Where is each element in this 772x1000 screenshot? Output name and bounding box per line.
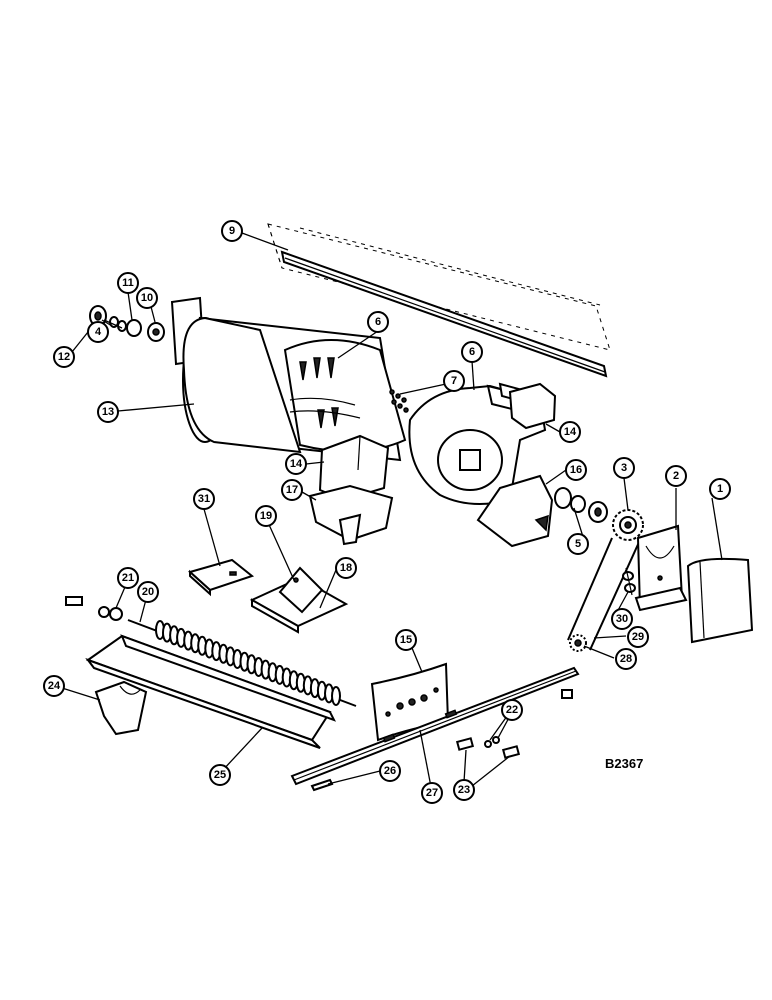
callout-9: 9: [221, 220, 243, 242]
svg-text:27: 27: [426, 787, 438, 799]
part-30-tensioner: [622, 567, 636, 596]
svg-text:18: 18: [340, 562, 352, 574]
part-3-sprocket: [612, 509, 644, 541]
svg-text:2: 2: [673, 470, 679, 482]
leader-lines: [61, 232, 723, 793]
callout-5: 5: [567, 533, 589, 555]
callout-18: 18: [335, 557, 357, 579]
svg-text:16: 16: [570, 464, 582, 476]
svg-text:23: 23: [458, 784, 470, 796]
svg-text:24: 24: [48, 680, 61, 692]
part-17-chute: [308, 484, 394, 546]
part-23-blocks: [455, 689, 573, 759]
callout-11: 11: [117, 272, 139, 294]
svg-text:26: 26: [384, 765, 396, 777]
svg-text:7: 7: [451, 375, 457, 387]
callout-13: 13: [97, 401, 119, 423]
callout-20: 20: [137, 581, 159, 603]
callout-22: 22: [501, 699, 523, 721]
svg-text:11: 11: [122, 277, 134, 289]
callout-25: 25: [209, 764, 231, 786]
part-14-outlet-left: [318, 434, 390, 502]
part-20-auger: [127, 619, 357, 707]
callout-27: 27: [421, 782, 443, 804]
part-22-washers: [484, 736, 500, 748]
auger-flights: [155, 620, 341, 706]
callout-1: 1: [709, 478, 731, 500]
svg-text:3: 3: [621, 462, 627, 474]
svg-text:29: 29: [632, 631, 644, 643]
callout-7: 7: [443, 370, 465, 392]
part-24-chute: [94, 680, 148, 736]
callout-21: 21: [117, 567, 139, 589]
callout-24: 24: [43, 675, 65, 697]
callout-30: 30: [611, 608, 633, 630]
auger-flight: [331, 686, 341, 706]
svg-text:19: 19: [260, 510, 272, 522]
part-27-bar: [290, 666, 580, 786]
screen-perforation: [389, 389, 409, 413]
svg-text:9: 9: [229, 225, 235, 237]
svg-text:14: 14: [564, 426, 577, 438]
part-9-strip: [267, 223, 611, 378]
part-19-bracket: [278, 566, 324, 614]
part-13-cylinder: [170, 296, 409, 462]
drawing-reference: B2367: [605, 756, 643, 771]
callout-29: 29: [627, 626, 649, 648]
part-2-bracket: [634, 524, 688, 612]
svg-text:25: 25: [214, 769, 226, 781]
svg-text:1: 1: [717, 483, 723, 495]
svg-text:14: 14: [290, 458, 303, 470]
part-29-chain: [567, 537, 641, 651]
svg-text:17: 17: [286, 484, 298, 496]
svg-text:4: 4: [95, 326, 102, 338]
callout-6-beater: 6: [367, 311, 389, 333]
callouts: 1 2 3 4 5 6 6 7 9 10 11 12 13 14 14 15 1…: [43, 220, 731, 804]
part-25-trough: [85, 634, 337, 749]
svg-text:13: 13: [102, 406, 114, 418]
svg-text:6: 6: [469, 346, 475, 358]
callout-10: 10: [136, 287, 158, 309]
svg-text:12: 12: [58, 351, 70, 363]
svg-text:21: 21: [122, 572, 134, 584]
part-28-sprocket: [569, 634, 587, 652]
callout-14-right: 14: [559, 421, 581, 443]
callout-31: 31: [193, 488, 215, 510]
svg-text:28: 28: [620, 653, 632, 665]
callout-4: 4: [87, 321, 109, 343]
svg-text:10: 10: [141, 292, 153, 304]
svg-text:6: 6: [375, 316, 381, 328]
svg-text:5: 5: [575, 538, 581, 550]
part-21-hardware: [65, 596, 123, 621]
callout-23: 23: [453, 779, 475, 801]
callout-16: 16: [565, 459, 587, 481]
part-5-bearing: [554, 487, 608, 523]
part-16-chute: [476, 474, 554, 548]
svg-text:30: 30: [616, 613, 628, 625]
beater-bars: [289, 357, 361, 429]
svg-text:20: 20: [142, 586, 154, 598]
part-14-outlet-right: [508, 382, 557, 430]
part-26-tip: [310, 778, 334, 792]
callout-19: 19: [255, 505, 277, 527]
part-1-shield: [686, 557, 754, 644]
callout-14-left: 14: [285, 453, 307, 475]
svg-text:31: 31: [198, 493, 210, 505]
callout-17: 17: [281, 479, 303, 501]
shaft-hardware-left: [89, 305, 165, 342]
svg-text:22: 22: [506, 704, 518, 716]
callout-15: 15: [395, 629, 417, 651]
callout-6-fan: 6: [461, 341, 483, 363]
svg-text:15: 15: [400, 634, 412, 646]
callout-3: 3: [613, 457, 635, 479]
callout-26: 26: [379, 760, 401, 782]
part-31-plate: [187, 558, 255, 597]
callout-28: 28: [615, 648, 637, 670]
callout-2: 2: [665, 465, 687, 487]
callout-12: 12: [53, 346, 75, 368]
